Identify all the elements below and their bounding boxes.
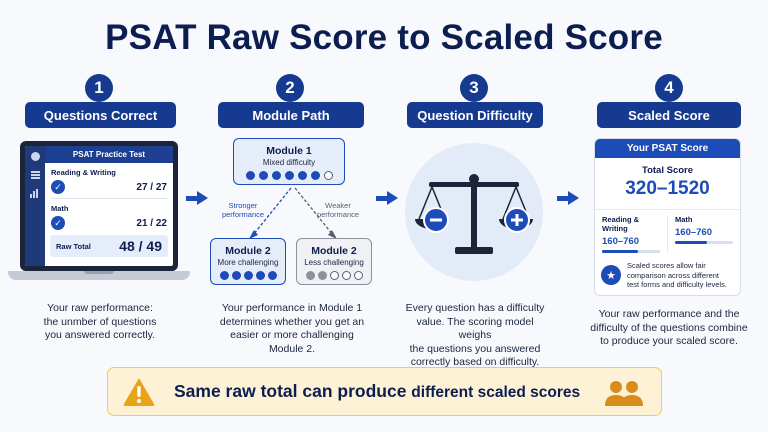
step-1-number: 1 [85,74,113,102]
step-4-number: 4 [655,74,683,102]
rw-section-label: Reading & Writing [602,215,640,233]
step-3-label: Question Difficulty [407,102,543,128]
menu-icon [30,171,40,179]
module-2-easier-box: Module 2 Less challenging [296,238,372,285]
divider [51,198,167,199]
total-score-range: 320–1520 [625,178,710,199]
step-4-description: Your raw performance and the difficulty … [590,308,748,347]
score-card-header: Your PSAT Score [595,139,740,158]
reading-writing-label: Reading & Writing [51,168,116,177]
balance-scale-icon [415,174,533,254]
math-section-range: 160–760 [675,227,712,238]
scaled-score-note: Scaled scores allow fair comparison acro… [627,261,727,289]
profile-icon [30,152,40,161]
score-card: Your PSAT Score Total Score 320–1520 Rea… [594,138,741,296]
raw-total-label: Raw Total [56,241,91,251]
module-1-title: Module 1 [266,145,312,157]
step-4-label: Scaled Score [597,102,741,128]
page-title: PSAT Raw Score to Scaled Score [105,18,663,57]
module-2-hard-title: Module 2 [225,245,271,257]
module-2-easy-title: Module 2 [311,245,357,257]
module-1-box: Module 1 Mixed difficulty [233,138,345,185]
warning-banner: Same raw total can produce different sca… [107,367,662,416]
people-icon [605,381,643,406]
step-3-description: Every question has a difficulty value. T… [405,302,545,368]
module-1-subtitle: Mixed difficulty [262,158,316,167]
practice-test-header: PSAT Practice Test [45,146,173,163]
laptop-sidebar [25,146,45,266]
step-2-description: Your performance in Module 1 determines … [219,302,365,355]
module-2-hard-dots [211,271,285,280]
chart-icon [30,189,40,198]
arrow-right-icon [557,191,579,205]
raw-total-value: 48 / 49 [119,238,162,254]
step-2-label: Module Path [218,102,364,128]
laptop-screen: PSAT Practice Test Reading & Writing ✓ 2… [20,141,178,271]
module-path-lines [249,187,337,239]
step-1-description: Your raw performance: the unmber of ques… [43,302,157,341]
step-3-number: 3 [460,74,488,102]
total-score-label: Total Score [641,165,694,176]
warning-icon [123,378,155,406]
module-2-easy-subtitle: Less challenging [304,258,364,267]
check-icon: ✓ [51,180,65,194]
module-1-dots [234,171,344,180]
module-2-challenging-box: Module 2 More challenging [210,238,286,285]
module-2-easy-dots [297,271,371,280]
reading-writing-score: 27 / 27 [136,181,167,193]
step-1-label: Questions Correct [25,102,176,128]
banner-text: Same raw total can produce different sca… [174,381,581,401]
math-section-label: Math [675,215,693,224]
rw-progress-bar [602,250,660,253]
step-2-number: 2 [276,74,304,102]
arrow-right-icon [186,191,208,205]
math-progress-bar [675,241,733,244]
math-score: 21 / 22 [136,217,167,229]
rw-section-range: 160–760 [602,236,639,247]
arrow-right-icon [376,191,398,205]
math-label: Math [51,204,69,213]
laptop-base [8,271,190,280]
check-icon: ✓ [51,216,65,230]
star-icon: ★ [601,265,621,286]
raw-total-row: Raw Total 48 / 49 [50,235,168,257]
module-2-hard-subtitle: More challenging [217,258,279,267]
